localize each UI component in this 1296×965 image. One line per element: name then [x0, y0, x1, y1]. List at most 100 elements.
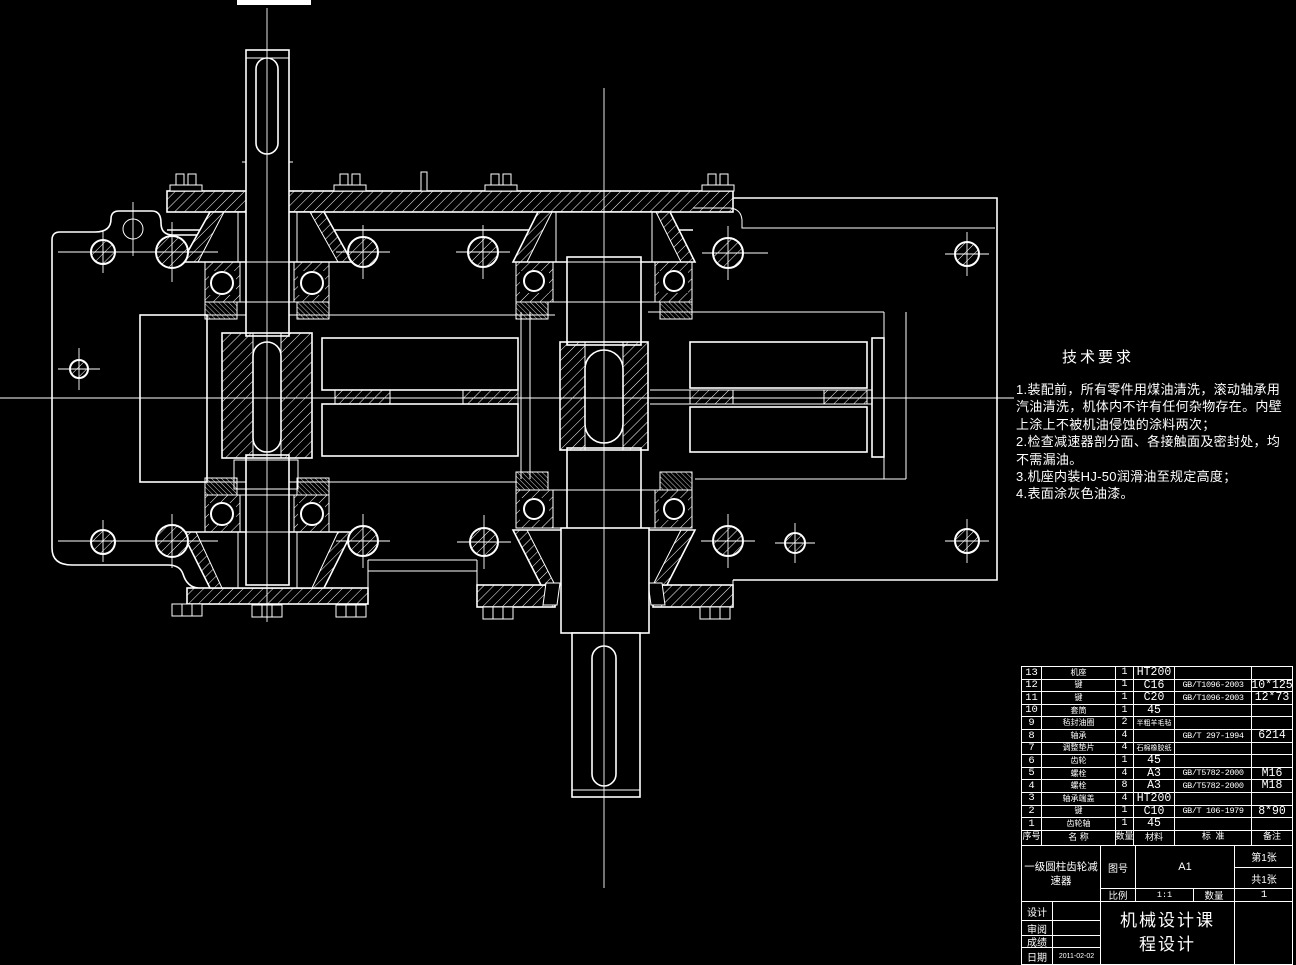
- technical-requirements: 技术要求 1.装配前，所有零件用煤油清洗，滚动轴承用 汽油清洗，机体内不许有任何…: [1016, 346, 1296, 503]
- rolling-bearings: [204, 261, 693, 533]
- bom-material: 石棉橡胶纸: [1134, 742, 1175, 755]
- tech-line: 4.表面涂灰色油漆。: [1016, 486, 1134, 502]
- bom-material: C20: [1134, 692, 1175, 704]
- bom-remark: [1252, 755, 1292, 767]
- bom-qty: 1: [1116, 755, 1134, 767]
- scale-label: 比例: [1101, 889, 1136, 902]
- bom-standard: GB/T5782-2000: [1175, 767, 1252, 780]
- bom-remark: 8*90: [1258, 805, 1286, 818]
- bom-no: 11: [1022, 692, 1042, 704]
- grade-value: [1053, 936, 1101, 948]
- bom-no: 6: [1022, 755, 1042, 767]
- bom-standard: [1175, 704, 1252, 717]
- bom-remark: 6214: [1258, 729, 1286, 742]
- tech-line: 1.装配前，所有零件用煤油清洗，滚动轴承用: [1016, 382, 1281, 397]
- bom-no: 7: [1022, 742, 1042, 755]
- bom-header-remark: 备注: [1262, 832, 1281, 843]
- bom-name: 调整垫片: [1042, 742, 1116, 755]
- bom-standard: [1175, 755, 1252, 767]
- bom-material: 45: [1134, 755, 1175, 767]
- bom-remark: 10*125: [1252, 679, 1292, 692]
- bom-standard: GB/T1096-2003: [1175, 679, 1252, 692]
- housing-outline: [51, 171, 998, 620]
- felt-seal: [647, 582, 666, 606]
- bom-name: 键: [1042, 679, 1116, 692]
- tech-requirements-title: 技术要求: [1062, 349, 1135, 366]
- bom-material: C16: [1134, 679, 1175, 692]
- bom-qty: 2: [1116, 717, 1134, 729]
- bom-standard: GB/T5782-2000: [1175, 780, 1252, 792]
- qty-label: 数量: [1194, 889, 1235, 902]
- sheet-number: 第1张: [1235, 846, 1293, 868]
- bom-header-name: 名 称: [1042, 830, 1116, 846]
- designer-value: [1053, 902, 1101, 921]
- bom-remark: 12*73: [1254, 692, 1290, 704]
- bom-no: 3: [1022, 792, 1042, 805]
- bom-standard: GB/T 297-1994: [1175, 729, 1252, 742]
- tech-line: 2.检查减速器剖分面、各接触面及密封处，均: [1016, 434, 1281, 450]
- bom-name: 齿轮轴: [1042, 818, 1116, 830]
- left-gear-pocket: [139, 314, 208, 483]
- title-block-empty-cell: [1235, 902, 1293, 964]
- bom-material: [1134, 729, 1175, 742]
- bom-qty: 4: [1116, 742, 1134, 755]
- bom-remark: M16: [1261, 767, 1283, 780]
- bom-qty: 4: [1116, 729, 1134, 742]
- bom-qty: 4: [1116, 792, 1134, 805]
- bom-qty: 1: [1116, 805, 1134, 818]
- bom-name: 螺栓: [1042, 767, 1116, 780]
- bom-no: 1: [1022, 818, 1042, 830]
- bom-remark: [1252, 818, 1292, 830]
- bom-remark: [1252, 793, 1292, 805]
- bom-no: 4: [1022, 780, 1042, 792]
- title-block: 一级圆柱齿轮减 速器 图号 A1 第1张 共1张 比例 1:1 数量 1 设计 …: [1021, 845, 1293, 965]
- sleeve: [233, 459, 299, 490]
- bom-name: 机座: [1042, 667, 1116, 679]
- bom-no: 2: [1022, 805, 1042, 818]
- course-title: 机械设计课 程设计: [1101, 902, 1235, 964]
- gear-rim-edge: [871, 337, 885, 458]
- drawing-no-label: 图号: [1101, 846, 1136, 889]
- tech-line: 3.机座内装HJ-50润滑油至规定高度；: [1016, 469, 1237, 485]
- bom-standard: GB/T 106-1979: [1175, 805, 1252, 818]
- bom-name: 轴承端盖: [1042, 792, 1116, 805]
- bom-header-qty: 数量: [1116, 830, 1134, 846]
- bom-standard: [1175, 667, 1252, 679]
- review-value: [1053, 921, 1101, 936]
- table-header-row: 序号名 称数量材料标 准备注: [1022, 830, 1292, 846]
- bom-no: 10: [1022, 704, 1042, 717]
- bom-qty: 1: [1116, 818, 1134, 830]
- bom-material: 半粗羊毛毡: [1134, 717, 1175, 729]
- bom-header-material: 材料: [1134, 830, 1175, 846]
- bom-remark: [1252, 705, 1292, 717]
- bom-standard: [1175, 792, 1252, 805]
- bom-no: 12: [1022, 679, 1042, 692]
- designer-label: 设计: [1022, 902, 1053, 921]
- bom-no: 9: [1022, 717, 1042, 729]
- bom-qty: 1: [1116, 692, 1134, 704]
- review-label: 审阅: [1022, 921, 1053, 936]
- bom-header-standard: 标 准: [1175, 830, 1252, 846]
- date-value: 2011-02-02: [1053, 948, 1101, 965]
- bom-standard: [1175, 742, 1252, 755]
- tech-line: 不需漏油。: [1016, 451, 1083, 467]
- bom-no: 8: [1022, 729, 1042, 742]
- tech-line: 上涂上不被机油侵蚀的涂料两次；: [1016, 416, 1216, 432]
- bom-remark: M18: [1261, 780, 1283, 792]
- gears: [321, 337, 885, 458]
- bom-qty: 1: [1116, 667, 1134, 679]
- bom-name: 套筒: [1042, 704, 1116, 717]
- scale-value: 1:1: [1136, 889, 1194, 902]
